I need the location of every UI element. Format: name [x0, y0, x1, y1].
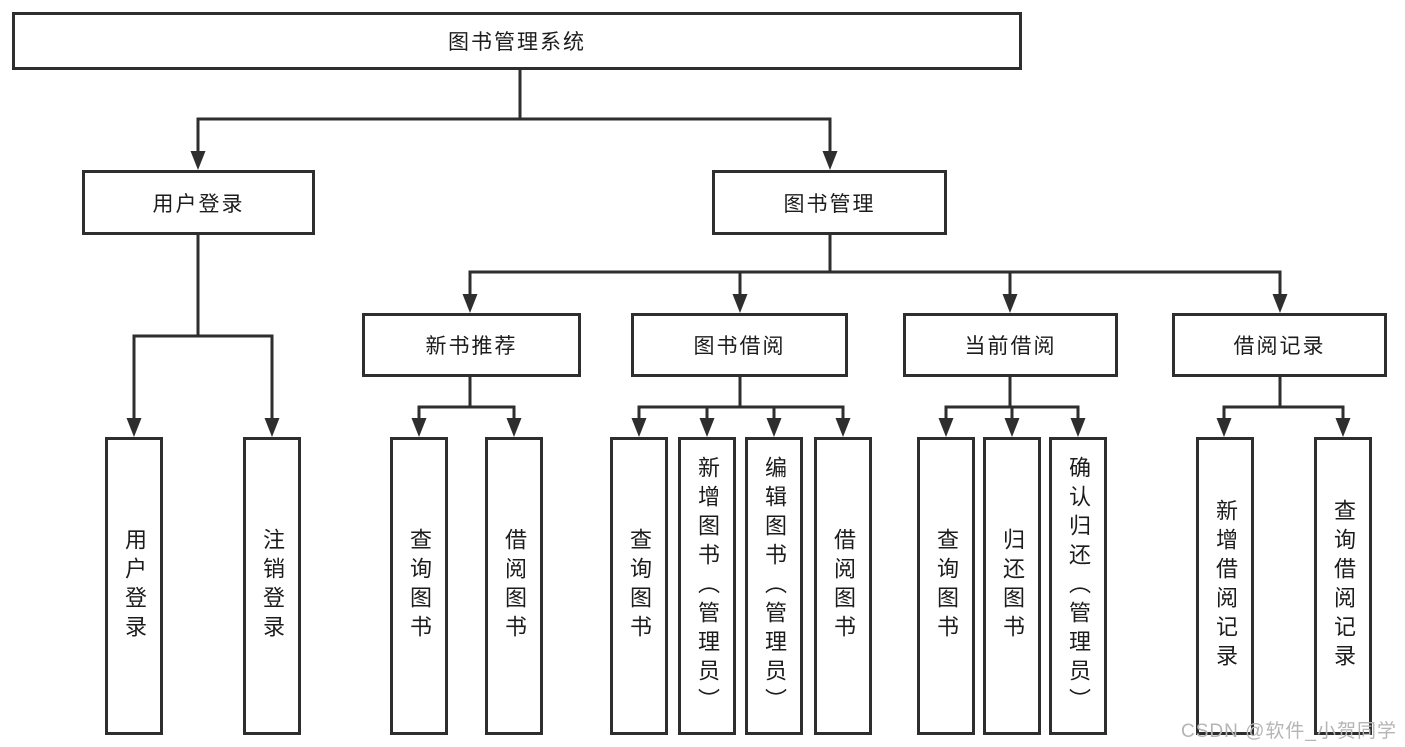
node-borrow-add-books-admin-label: 新增图书（管理员）: [695, 455, 720, 717]
node-borrow-query-books-label: 查询图书: [627, 528, 652, 644]
node-current-borrow-label: 当前借阅: [964, 335, 1057, 358]
node-recommend-borrow-books-label: 借阅图书: [502, 528, 527, 644]
node-current-borrow: 当前借阅: [903, 313, 1118, 377]
node-records-add-record-label: 新增借阅记录: [1213, 499, 1238, 673]
node-logout: 注销登录: [243, 437, 301, 735]
node-borrow-records: 借阅记录: [1172, 313, 1387, 377]
node-records-query-record-label: 查询借阅记录: [1331, 499, 1356, 673]
node-current-confirm-return-admin-label: 确认归还（管理员）: [1066, 455, 1091, 717]
node-book-borrow: 图书借阅: [631, 313, 848, 377]
node-login: 用户登录: [105, 437, 163, 735]
node-user-login: 用户登录: [82, 170, 315, 235]
node-current-return-books-label: 归还图书: [1000, 528, 1025, 644]
node-library-system-label: 图书管理系统: [448, 31, 586, 54]
node-current-return-books: 归还图书: [983, 437, 1041, 735]
node-recommend-query-books: 查询图书: [390, 437, 448, 735]
node-records-add-record: 新增借阅记录: [1196, 437, 1254, 735]
node-recommend-borrow-books: 借阅图书: [485, 437, 543, 735]
csdn-watermark: CSDN @软件_小贺同学: [1181, 721, 1397, 742]
node-current-confirm-return-admin: 确认归还（管理员）: [1049, 437, 1107, 735]
node-new-book-recommend-label: 新书推荐: [425, 335, 518, 358]
node-borrow-query-books: 查询图书: [610, 437, 668, 735]
node-book-management: 图书管理: [712, 170, 947, 235]
node-borrow-borrow-books: 借阅图书: [814, 437, 872, 735]
node-borrow-records-label: 借阅记录: [1233, 335, 1326, 358]
node-current-query-books: 查询图书: [917, 437, 975, 735]
node-recommend-query-books-label: 查询图书: [407, 528, 432, 644]
node-records-query-record: 查询借阅记录: [1314, 437, 1372, 735]
node-new-book-recommend: 新书推荐: [362, 313, 581, 377]
node-borrow-edit-books-admin: 编辑图书（管理员）: [745, 437, 803, 735]
node-user-login-label: 用户登录: [152, 192, 245, 216]
node-book-management-label: 图书管理: [783, 192, 876, 216]
node-book-borrow-label: 图书借阅: [693, 335, 786, 358]
node-borrow-edit-books-admin-label: 编辑图书（管理员）: [762, 455, 787, 717]
node-library-system: 图书管理系统: [12, 12, 1022, 70]
node-login-label: 用户登录: [122, 528, 147, 644]
node-borrow-add-books-admin: 新增图书（管理员）: [678, 437, 736, 735]
node-current-query-books-label: 查询图书: [934, 528, 959, 644]
node-logout-label: 注销登录: [260, 528, 285, 644]
node-borrow-borrow-books-label: 借阅图书: [831, 528, 856, 644]
